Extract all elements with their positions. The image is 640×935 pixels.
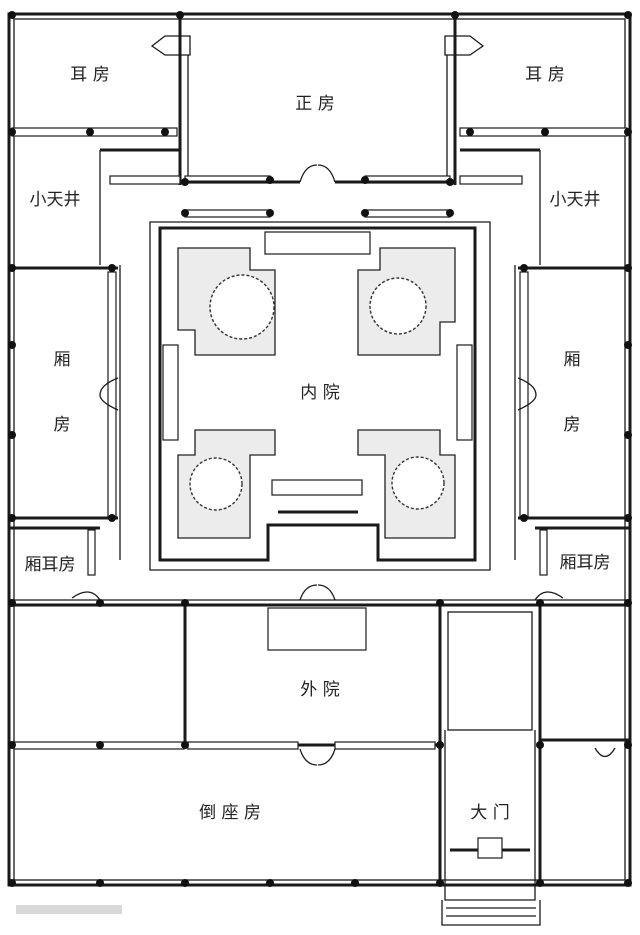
label-ear-room-right: 耳 房	[525, 65, 564, 85]
main-hall	[150, 14, 485, 218]
outer-courtyard	[9, 584, 630, 926]
label-ear-room-left: 耳 房	[70, 65, 109, 85]
watermark	[16, 905, 122, 914]
label-patio-right: 小天井	[550, 190, 601, 210]
label-inner-court: 内 院	[300, 383, 339, 403]
label-wing-left-2: 房	[54, 415, 71, 435]
label-main-hall: 正 房	[295, 94, 334, 114]
label-outer-court: 外 院	[300, 680, 339, 700]
label-wing-left-1: 厢	[54, 350, 71, 370]
wing-rooms	[9, 265, 630, 601]
label-main-gate: 大 门	[470, 803, 509, 823]
label-south-room: 倒 座 房	[199, 803, 261, 823]
outer-walls	[7, 12, 632, 887]
label-wing-ear-left: 厢耳房	[25, 555, 76, 575]
label-patio-left: 小天井	[30, 190, 81, 210]
columns	[8, 11, 632, 887]
label-wing-right-2: 房	[564, 415, 581, 435]
inner-courtyard	[149, 221, 491, 571]
room-labels: 耳 房 耳 房 正 房 小天井 小天井 厢 房 厢 房 内 院 厢耳房 厢耳房 …	[25, 65, 611, 823]
label-wing-ear-right: 厢耳房	[560, 553, 611, 573]
label-wing-right-1: 厢	[564, 350, 581, 370]
